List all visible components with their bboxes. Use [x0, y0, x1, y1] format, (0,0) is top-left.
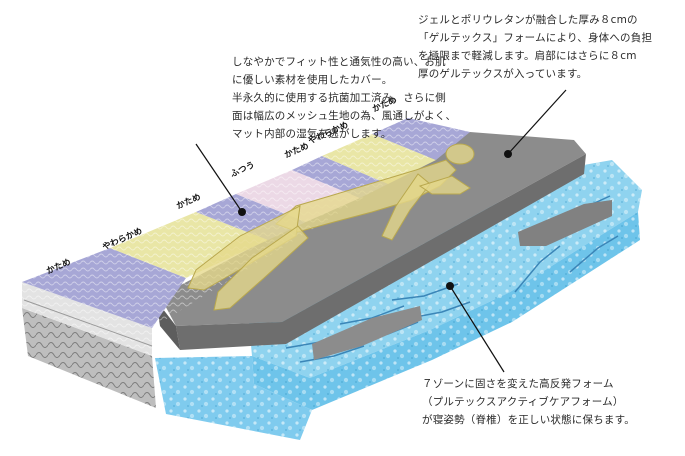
- gel-line-1: ジェルとポリウレタンが融合した厚み８cmの: [418, 11, 652, 29]
- zone-label-4: ふつう: [229, 160, 256, 180]
- cover-line-3: 半永久的に使用する抗菌加工済み。さらに側: [232, 89, 456, 107]
- leader-cover-dot: [238, 208, 246, 216]
- gel-line-2: 「ゲルテックス」フォームにより、身体への負担: [418, 29, 652, 47]
- zone-label-5: かため: [283, 140, 311, 160]
- leader-gel-dot: [504, 150, 512, 158]
- foam-line-3: が寝姿勢（脊椎）を正しい状態に保ちます。: [422, 411, 635, 429]
- cover-line-4: 面は幅広のメッシュ生地の為、風通しがよく、: [232, 107, 456, 125]
- gel-line-4: 厚のゲルテックスが入っています。: [418, 65, 652, 83]
- gel-description: ジェルとポリウレタンが融合した厚み８cmの 「ゲルテックス」フォームにより、身体…: [418, 11, 652, 83]
- foam-line-1: ７ゾーンに固さを変えた高反発フォーム: [422, 375, 635, 393]
- leader-foam-dot: [446, 282, 454, 290]
- gel-line-3: を極限まで軽減します。肩部にはさらに８cm: [418, 47, 652, 65]
- cover-line-5: マット内部の湿気を逃がします。: [232, 125, 456, 143]
- foam-line-2: （プルテックスアクティブケアフォーム）: [422, 393, 635, 411]
- foam-description: ７ゾーンに固さを変えた高反発フォーム （プルテックスアクティブケアフォーム） が…: [422, 375, 635, 429]
